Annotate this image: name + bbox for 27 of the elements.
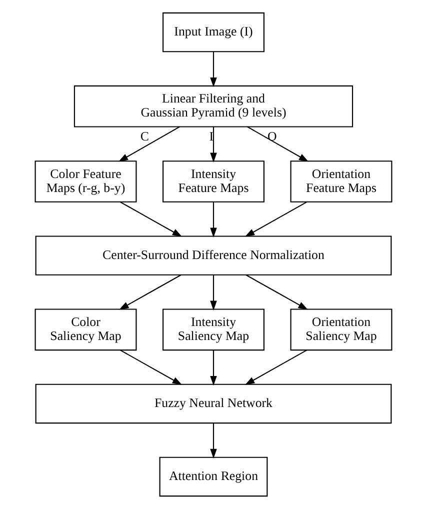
node-box: Center-Surround Difference Normalization: [34, 236, 392, 276]
arrow: [244, 202, 306, 237]
node-box: Orientation Saliency Map: [290, 308, 392, 351]
node-box: Attention Region: [158, 456, 268, 497]
edge-label: I: [208, 129, 213, 144]
node-box: Orientation Feature Maps: [290, 160, 392, 202]
arrow: [210, 275, 216, 310]
node-box: Intensity Saliency Map: [162, 308, 264, 351]
node-box: Color Saliency Map: [34, 308, 136, 351]
arrow: [118, 274, 181, 310]
node-box: Fuzzy Neural Network: [34, 384, 392, 424]
node-box: Color Feature Maps (r-g, b-y): [34, 160, 136, 202]
node-box: Linear Filtering and Gaussian Pyramid (9 levels): [73, 85, 353, 128]
arrow: [246, 126, 308, 162]
arrow: [244, 350, 306, 385]
node-box: Intensity Feature Maps: [162, 160, 264, 202]
edge-label: C: [140, 129, 148, 144]
arrow: [210, 202, 216, 238]
arrow: [210, 350, 216, 386]
arrow: [120, 350, 182, 385]
arrow: [210, 423, 216, 459]
arrow: [120, 202, 182, 237]
arrow: [118, 126, 180, 162]
node-box: Input Image (I): [162, 12, 264, 52]
arrow: [210, 126, 216, 162]
arrow: [245, 274, 308, 310]
arrow: [210, 52, 216, 88]
